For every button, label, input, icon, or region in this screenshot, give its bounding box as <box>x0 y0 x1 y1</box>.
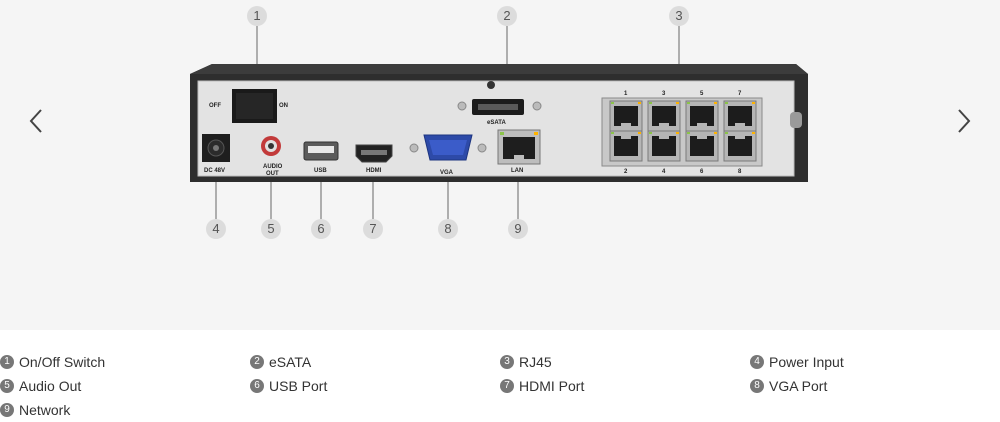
legend-number: 1 <box>0 355 14 369</box>
legend-number: 2 <box>250 355 264 369</box>
poe-port-number: 7 <box>738 91 742 97</box>
legend-item: 4 Power Input <box>750 350 844 374</box>
legend-item: 9 Network <box>0 398 70 422</box>
lan-label: LAN <box>511 168 523 174</box>
on-label: ON <box>279 103 288 109</box>
poe-port-number: 5 <box>700 91 704 97</box>
chevron-left-icon <box>29 109 42 133</box>
poe-rj45-port <box>685 130 719 162</box>
poe-port-number: 4 <box>662 169 666 175</box>
power-input-jack <box>202 134 230 162</box>
legend-number: 7 <box>500 379 514 393</box>
poe-port-number: 8 <box>738 169 742 175</box>
poe-port-number: 2 <box>624 169 628 175</box>
legend-item: 3 RJ45 <box>500 350 552 374</box>
legend-number: 8 <box>750 379 764 393</box>
usb-label: USB <box>314 168 327 174</box>
audio-out-jack <box>261 136 281 156</box>
poe-port-number: 1 <box>624 91 628 97</box>
legend-item: 5 Audio Out <box>0 374 81 398</box>
poe-rj45-port <box>723 130 757 162</box>
poe-rj45-port <box>723 100 757 132</box>
product-image-viewer: OFF ON eSATA DC 48V AUDIO OUT <box>20 6 980 239</box>
callout-8: 8 <box>438 219 458 239</box>
esata-label: eSATA <box>487 120 506 126</box>
audio-label-2: OUT <box>266 171 279 177</box>
poe-port-number: 3 <box>662 91 666 97</box>
audio-label-1: AUDIO <box>263 164 283 170</box>
vga-label: VGA <box>440 170 454 176</box>
legend-number: 9 <box>0 403 14 417</box>
esata-port <box>457 81 542 115</box>
legend-label: USB Port <box>269 378 328 394</box>
legend-number: 6 <box>250 379 264 393</box>
nvr-back-panel-image: OFF ON eSATA DC 48V AUDIO OUT <box>190 26 808 219</box>
callout-1: 1 <box>247 6 267 26</box>
legend-label: VGA Port <box>769 378 828 394</box>
callout-9: 9 <box>508 219 528 239</box>
legend-label: Network <box>19 402 71 418</box>
poe-rj45-port <box>609 130 643 162</box>
legend-label: Audio Out <box>19 378 82 394</box>
poe-rj45-port <box>685 100 719 132</box>
legend-label: Power Input <box>769 354 844 370</box>
lan-port <box>497 129 541 165</box>
legend-label: eSATA <box>269 354 312 370</box>
poe-rj45-port <box>609 100 643 132</box>
poe-ports <box>609 100 757 162</box>
legend-label: On/Off Switch <box>19 354 106 370</box>
poe-port-number: 6 <box>700 169 704 175</box>
poe-port-numbers: 1 3 5 7 2 4 6 8 <box>624 91 742 175</box>
power-switch <box>232 89 277 123</box>
callout-5: 5 <box>261 219 281 239</box>
legend-label: HDMI Port <box>519 378 585 394</box>
callout-2: 2 <box>497 6 517 26</box>
legend-item: 2 eSATA <box>250 350 311 374</box>
callout-4: 4 <box>206 219 226 239</box>
usb-port <box>303 141 339 161</box>
poe-rj45-port <box>647 130 681 162</box>
legend-label: RJ45 <box>519 354 552 370</box>
dc-label: DC 48V <box>204 168 225 174</box>
legend-item: 6 USB Port <box>250 374 327 398</box>
port-legend: 1 On/Off Switch 2 eSATA 3 RJ45 4 Power I… <box>0 330 1000 418</box>
legend-item: 8 VGA Port <box>750 374 827 398</box>
legend-number: 5 <box>0 379 14 393</box>
poe-rj45-port <box>647 100 681 132</box>
hdmi-port <box>355 144 393 163</box>
off-label: OFF <box>209 103 221 109</box>
chevron-right-icon <box>958 109 971 133</box>
previous-image-button[interactable] <box>20 104 54 138</box>
hdmi-label: HDMI <box>366 168 382 174</box>
legend-number: 4 <box>750 355 764 369</box>
legend-item: 7 HDMI Port <box>500 374 584 398</box>
callout-6: 6 <box>311 219 331 239</box>
legend-item: 1 On/Off Switch <box>0 350 105 374</box>
legend-number: 3 <box>500 355 514 369</box>
callout-7: 7 <box>363 219 383 239</box>
callout-3: 3 <box>669 6 689 26</box>
next-image-button[interactable] <box>946 104 980 138</box>
vga-port <box>409 134 487 161</box>
